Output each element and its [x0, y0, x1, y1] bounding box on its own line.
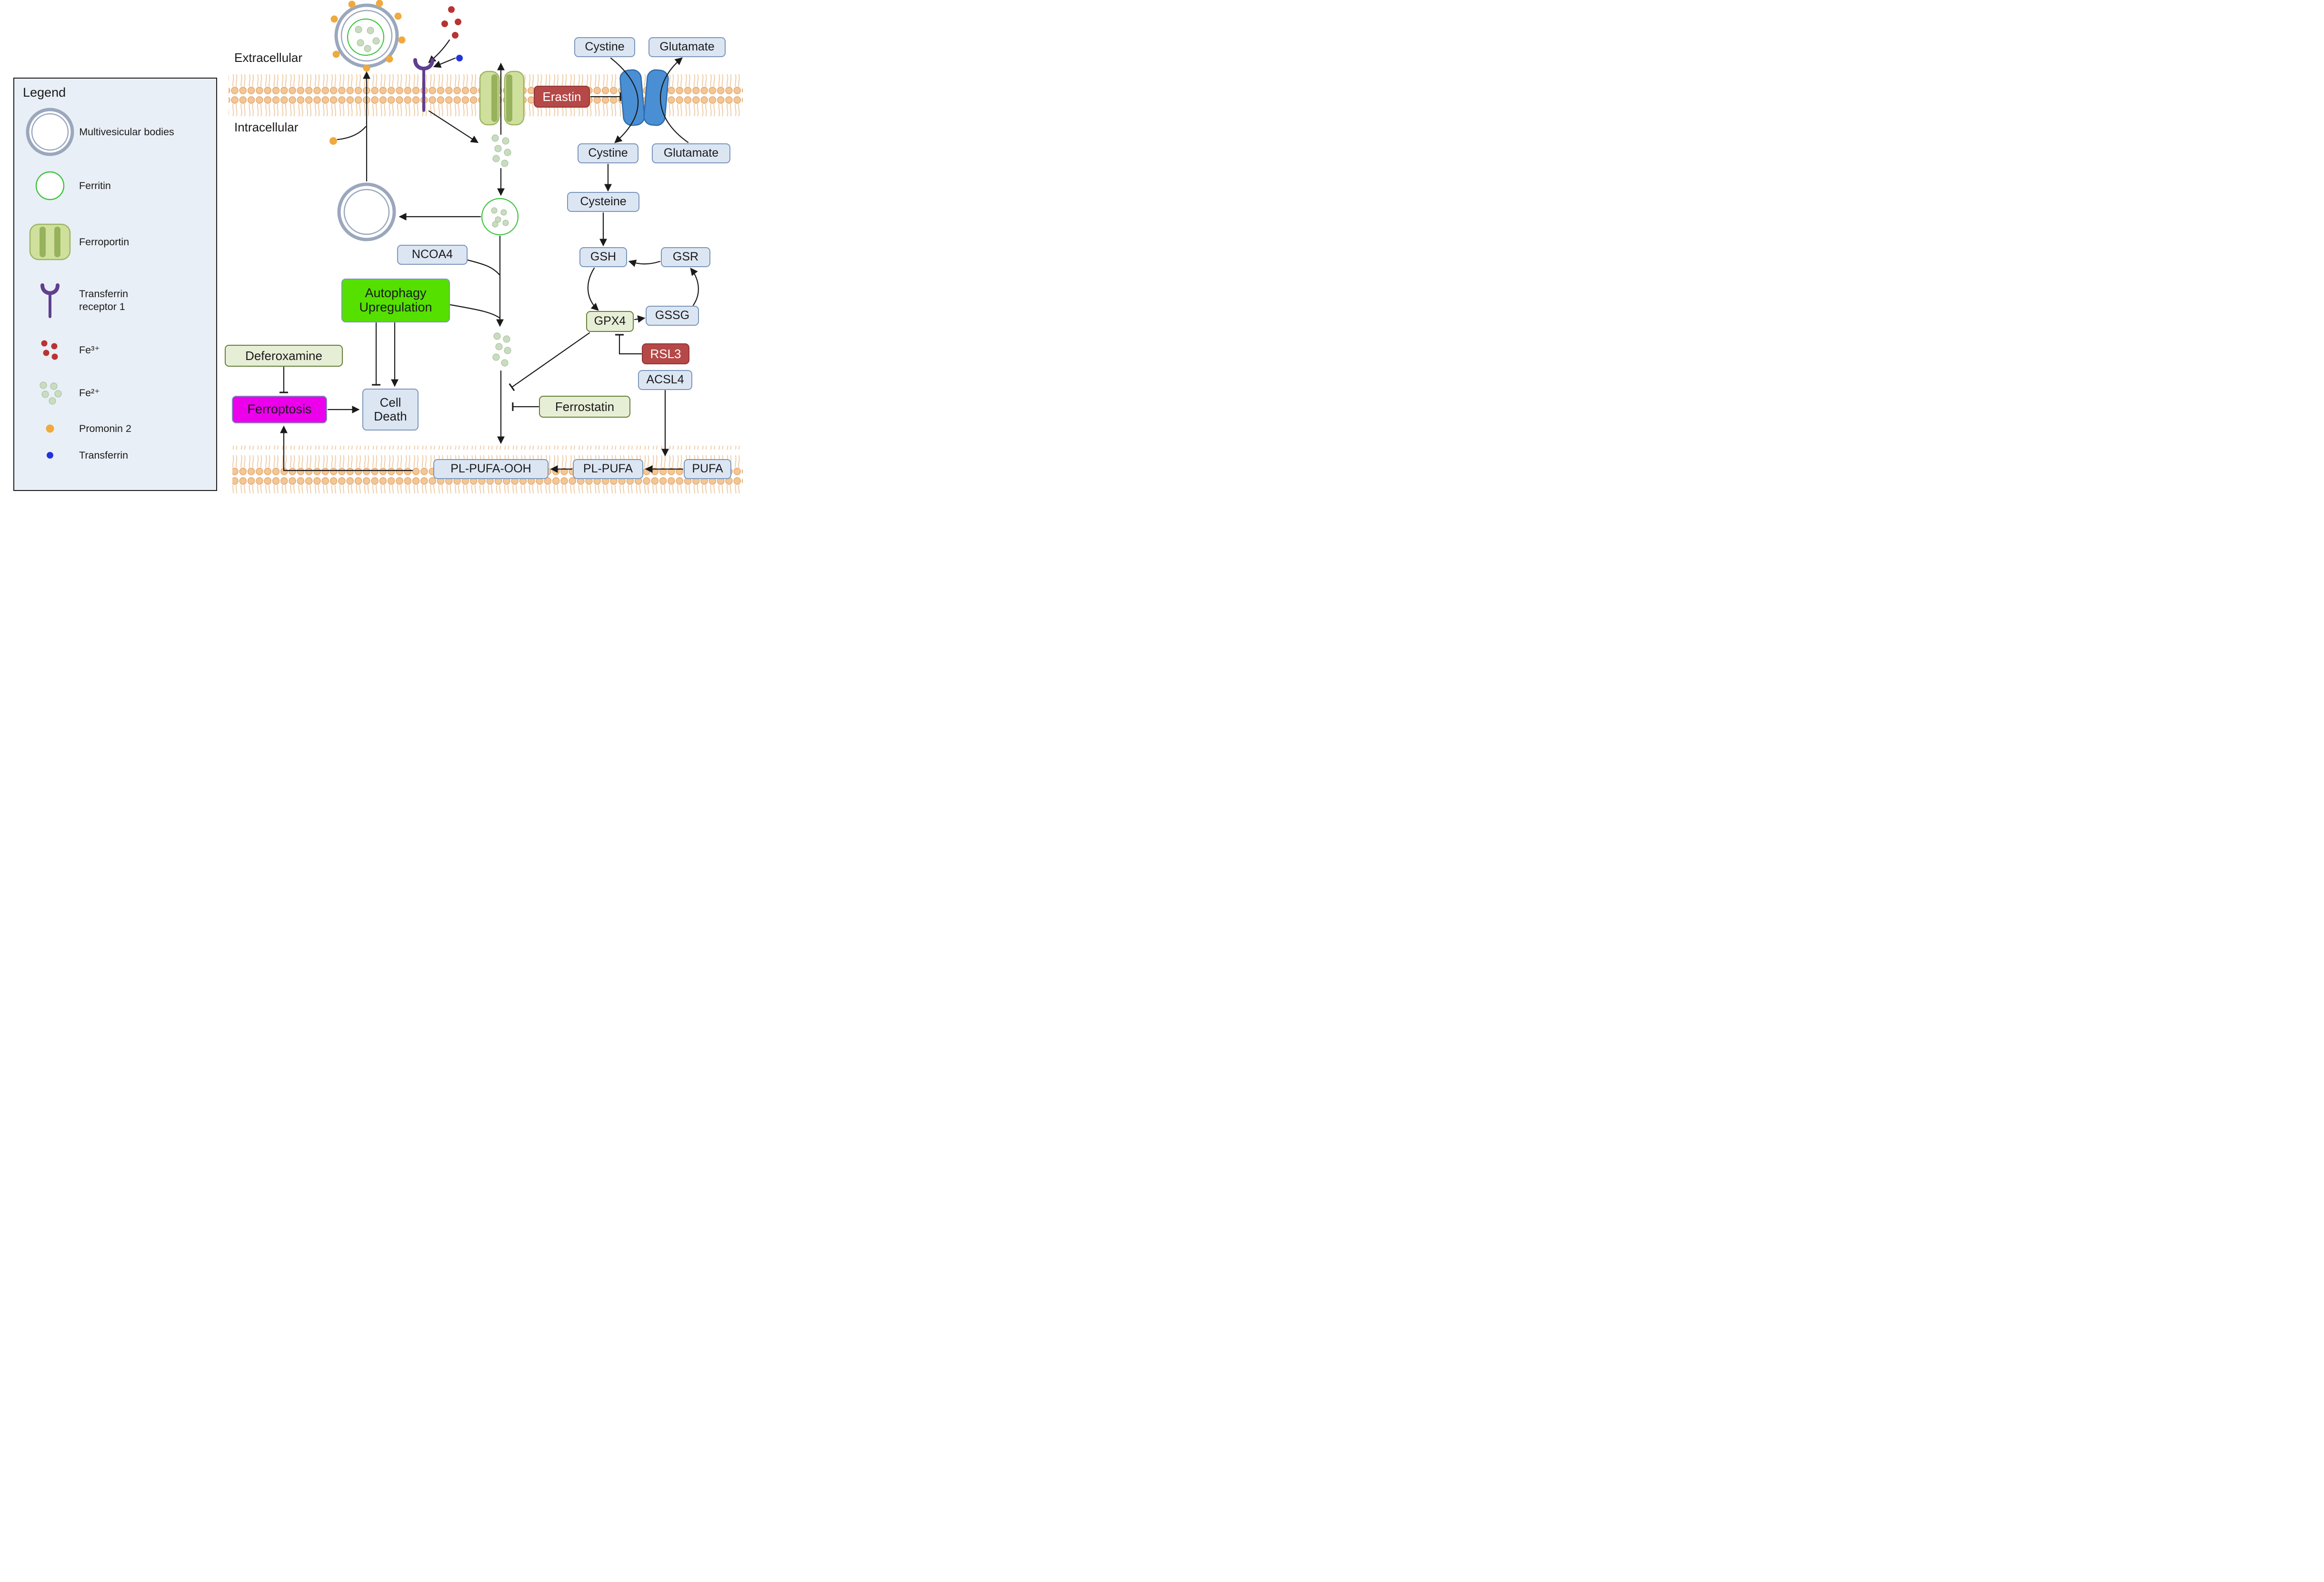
- legend-item-label: Promonin 2: [79, 422, 131, 434]
- arrow-glutamate-export: [660, 57, 689, 143]
- ferroportin-icon: [21, 222, 79, 261]
- node-pl-pufa: PL-PUFA: [573, 459, 643, 479]
- arrow-gsr-to-gsh: [628, 260, 661, 267]
- legend-item-transferrin: Transferrin: [21, 442, 209, 469]
- fe2-cluster-upper: [491, 134, 511, 167]
- arrow-gpx4-to-gssg: [634, 315, 646, 323]
- arrow-gssg-to-gsr: [690, 268, 699, 306]
- legend-item-promonin: Promonin 2: [21, 415, 209, 442]
- transferrin-receptor-icon: [21, 280, 79, 320]
- legend-item-label: Transferrin receptor 1: [79, 288, 129, 312]
- node-glutamate-intracellular: Glutamate: [652, 143, 730, 163]
- antiporter-exchange-arrows: [610, 57, 689, 143]
- diagram-canvas: [229, 0, 743, 493]
- node-ncoa4: NCOA4: [397, 245, 468, 265]
- connector-autophagy: [449, 304, 501, 319]
- node-autophagy-upregulation: Autophagy Upregulation: [341, 279, 450, 322]
- promonin-dot-intracellular: [329, 137, 337, 145]
- node-gsh: GSH: [579, 247, 627, 267]
- legend-item-label: Ferroportin: [79, 236, 130, 248]
- node-gsr: GSR: [661, 247, 710, 267]
- fe3-dots-extracellular: [441, 6, 461, 39]
- fe3-icon: [21, 339, 79, 361]
- legend-item-fe3: Fe³⁺: [21, 330, 209, 370]
- ferritin-vesicle: [481, 198, 519, 236]
- pathway-diagram: Legend Multivesicular bodies Ferritin: [0, 0, 743, 506]
- fe2-icon: [21, 380, 79, 406]
- connector-promonin: [337, 126, 367, 140]
- arrow-gsh-to-gpx4: [587, 267, 599, 311]
- legend-title: Legend: [23, 85, 66, 100]
- arrow-receptor-to-fe2: [428, 110, 479, 143]
- node-pl-pufa-ooh: PL-PUFA-OOH: [433, 459, 549, 479]
- extracellular-label: Extracellular: [234, 50, 303, 65]
- ferritin-icon: [21, 170, 79, 201]
- node-ferroptosis: Ferroptosis: [232, 396, 327, 423]
- arrow-cystine-import: [610, 57, 639, 143]
- promonin-dots: [330, 0, 406, 72]
- transferrin-receptor: [413, 58, 434, 112]
- node-erastin: Erastin: [534, 86, 590, 108]
- legend-item-label: Ferritin: [79, 180, 111, 191]
- node-cell-death: Cell Death: [362, 389, 419, 431]
- legend-item-transferrin-receptor: Transferrin receptor 1: [21, 271, 209, 330]
- legend-item-ferritin: Ferritin: [21, 159, 209, 212]
- node-cystine-extracellular: Cystine: [574, 37, 635, 57]
- legend-item-label: Fe²⁺: [79, 387, 100, 399]
- arrow-rsl3-inhibits-gpx4: [615, 334, 642, 355]
- node-acsl4: ACSL4: [638, 370, 692, 390]
- transferrin-icon: [21, 451, 79, 460]
- node-pufa: PUFA: [684, 459, 731, 479]
- arrow-lipid-to-ferroptosis: [280, 425, 413, 471]
- legend-item-ferroportin: Ferroportin: [21, 212, 209, 271]
- connector-ncoa4: [467, 259, 500, 276]
- node-ferrostatin: Ferrostatin: [539, 396, 630, 418]
- arrow-transferrin-to-receptor: [433, 57, 456, 68]
- fe2-cluster-lower: [492, 332, 511, 367]
- node-deferoxamine: Deferoxamine: [225, 345, 343, 367]
- node-gpx4: GPX4: [586, 311, 634, 332]
- legend-item-label: Fe³⁺: [79, 344, 100, 356]
- ferroportin-channel: [479, 70, 525, 126]
- legend-item-label: Multivesicular bodies: [79, 126, 174, 138]
- node-cysteine: Cysteine: [567, 192, 639, 212]
- legend-panel: Legend Multivesicular bodies Ferritin: [13, 78, 217, 491]
- transferrin-dot: [456, 55, 463, 61]
- legend-item-label: Transferrin: [79, 449, 129, 461]
- multivesicular-body-icon: [21, 106, 79, 158]
- legend-item-multivesicular-bodies: Multivesicular bodies: [21, 105, 209, 159]
- multivesicular-body-intracellular: [337, 182, 396, 241]
- intracellular-label: Intracellular: [234, 120, 299, 134]
- node-rsl3: RSL3: [642, 343, 689, 364]
- promonin-icon: [21, 423, 79, 434]
- legend-item-fe2: Fe²⁺: [21, 370, 209, 415]
- arrow-gpx4-inhibits-lipid-peroxidation: [509, 332, 590, 391]
- multivesicular-body-extracellular: [330, 0, 406, 72]
- node-gssg: GSSG: [646, 306, 699, 326]
- pathway-arrows: [279, 39, 699, 473]
- node-glutamate-extracellular: Glutamate: [648, 37, 726, 57]
- node-cystine-intracellular: Cystine: [578, 143, 638, 163]
